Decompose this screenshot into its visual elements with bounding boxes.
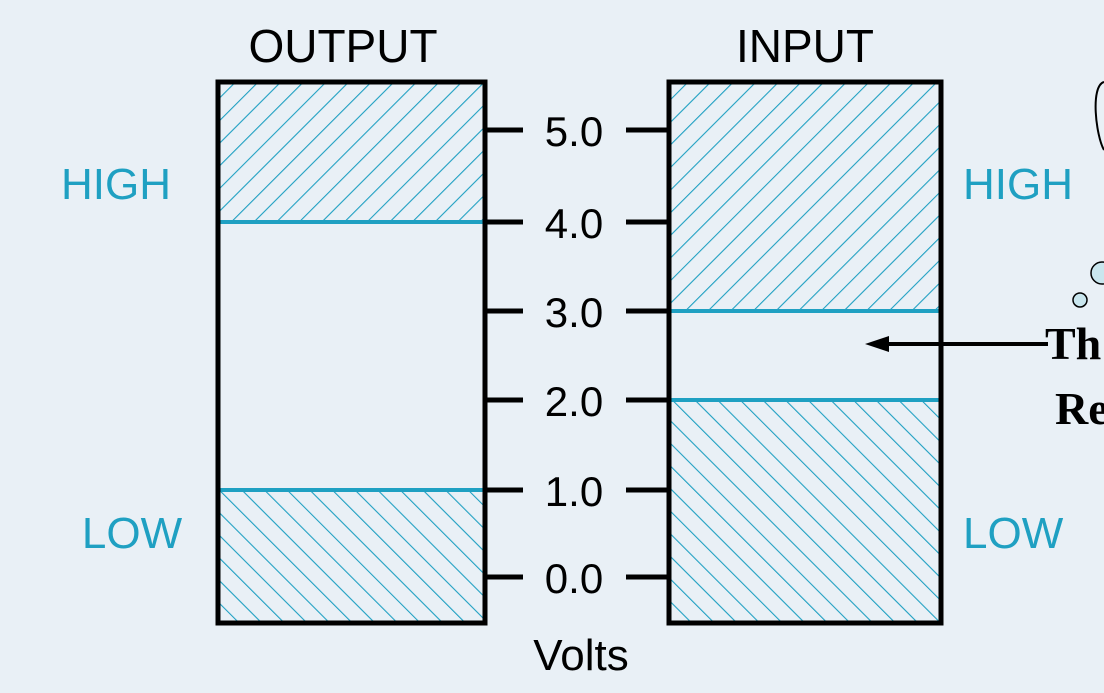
thought-bubble-icon: [1072, 81, 1104, 308]
callout-line-2: Re: [1055, 383, 1104, 434]
input-low-region: [669, 400, 941, 623]
output-high-label: HIGH: [61, 160, 171, 209]
threshold-arrow: [865, 336, 1048, 352]
axis-label: Volts: [533, 631, 628, 680]
tick-label-5: 5.0: [545, 108, 603, 155]
voltage-scale: 5.0 4.0 3.0 2.0 1.0 0.0 Volts: [487, 108, 669, 680]
input-high-label: HIGH: [963, 160, 1073, 209]
output-box-border: [215, 79, 488, 626]
output-box: [215, 79, 488, 626]
tick-label-2: 2.0: [545, 378, 603, 425]
output-low-label: LOW: [82, 509, 183, 558]
output-low-region: [218, 490, 485, 623]
input-title: INPUT: [736, 20, 874, 72]
input-box: [666, 79, 944, 626]
tick-label-0: 0.0: [545, 555, 603, 602]
tick-label-4: 4.0: [545, 200, 603, 247]
output-high-region: [218, 82, 485, 222]
input-low-label: LOW: [963, 509, 1064, 558]
input-high-region: [669, 82, 941, 311]
tick-label-1: 1.0: [545, 468, 603, 515]
input-box-border: [666, 79, 944, 626]
callout-line-1: Th: [1045, 318, 1101, 369]
tick-label-3: 3.0: [545, 289, 603, 336]
output-title: OUTPUT: [248, 20, 437, 72]
